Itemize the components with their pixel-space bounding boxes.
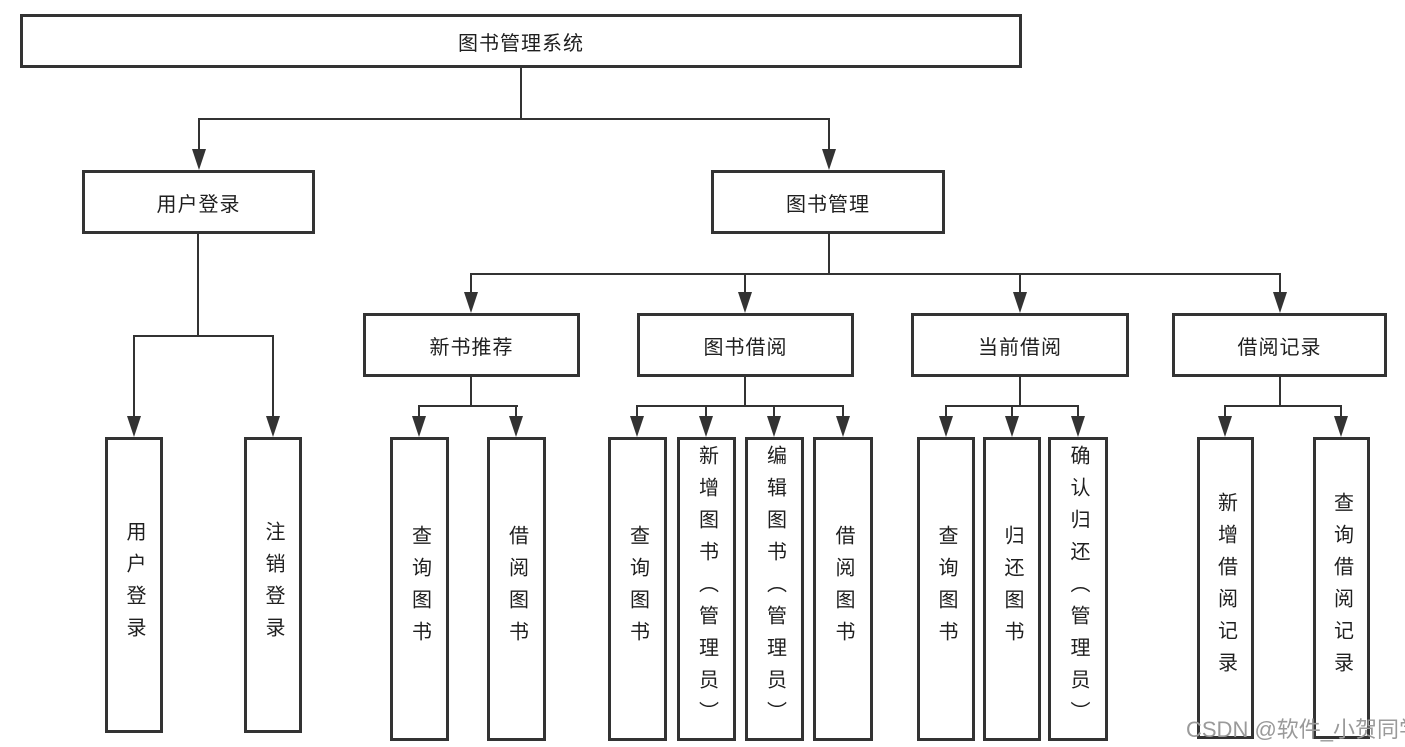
- node-new-book-recommend: 新书推荐: [363, 313, 580, 377]
- node-leaf-rec-query-books-label: 查询图书: [408, 525, 431, 653]
- connector-arrow: [939, 416, 953, 437]
- node-leaf-add-books-admin: 新增图书（管理员）: [677, 437, 736, 741]
- connector-line: [470, 375, 472, 405]
- node-leaf-add-borrow-record-label: 新增借阅记录: [1214, 492, 1237, 684]
- connector-arrow: [1013, 292, 1027, 313]
- connector-line: [515, 405, 517, 417]
- node-leaf-query-borrow-record: 查询借阅记录: [1313, 437, 1370, 739]
- connector-arrow: [412, 416, 426, 437]
- connector-arrow: [1005, 416, 1019, 437]
- node-leaf-logout-label: 注销登录: [262, 521, 284, 649]
- node-leaf-rec-borrow-books-label: 借阅图书: [505, 525, 528, 653]
- node-leaf-add-books-admin-label: 新增图书（管理员）: [695, 445, 718, 733]
- node-leaf-add-borrow-record: 新增借阅记录: [1197, 437, 1254, 739]
- connector-line: [198, 118, 200, 150]
- connector-line: [1340, 405, 1342, 417]
- node-leaf-borrow-query-books: 查询图书: [608, 437, 667, 741]
- node-leaf-rec-borrow-books: 借阅图书: [487, 437, 546, 741]
- connector-arrow: [266, 416, 280, 437]
- connector-line: [133, 335, 274, 337]
- connector-line: [636, 405, 844, 407]
- connector-arrow: [699, 416, 713, 437]
- connector-line: [1011, 405, 1013, 417]
- connector-line: [705, 405, 707, 417]
- node-book-borrowing: 图书借阅: [637, 313, 854, 377]
- node-current-borrowing: 当前借阅: [911, 313, 1129, 377]
- node-leaf-confirm-return-admin: 确认归还（管理员）: [1048, 437, 1108, 741]
- connector-line: [133, 335, 135, 417]
- connector-line: [1224, 405, 1342, 407]
- connector-arrow: [127, 416, 141, 437]
- connector-arrow: [836, 416, 850, 437]
- connector-line: [636, 405, 638, 417]
- connector-line: [945, 405, 947, 417]
- connector-line: [197, 232, 199, 335]
- connector-line: [828, 232, 830, 273]
- connector-arrow: [1334, 416, 1348, 437]
- node-leaf-edit-books-admin-label: 编辑图书（管理员）: [763, 445, 786, 733]
- node-leaf-return-books-label: 归还图书: [1001, 525, 1023, 653]
- node-leaf-borrow-borrow-books: 借阅图书: [813, 437, 873, 741]
- connector-line: [470, 273, 472, 293]
- node-book-management: 图书管理: [711, 170, 945, 234]
- node-leaf-confirm-return-admin-label: 确认归还（管理员）: [1067, 445, 1089, 733]
- node-leaf-current-query-books: 查询图书: [917, 437, 975, 741]
- connector-arrow: [1218, 416, 1232, 437]
- connector-line: [1224, 405, 1226, 417]
- connector-arrow: [1071, 416, 1085, 437]
- connector-line: [272, 335, 274, 417]
- node-leaf-logout: 注销登录: [244, 437, 302, 733]
- node-leaf-current-query-books-label: 查询图书: [935, 525, 957, 653]
- connector-line: [773, 405, 775, 417]
- connector-line: [1019, 375, 1021, 405]
- connector-line: [1279, 375, 1281, 405]
- node-leaf-user-login: 用户登录: [105, 437, 163, 733]
- node-borrowing-records: 借阅记录: [1172, 313, 1387, 377]
- connector-line: [418, 405, 518, 407]
- node-leaf-user-login-label: 用户登录: [123, 521, 145, 649]
- connector-arrow: [630, 416, 644, 437]
- connector-arrow: [822, 149, 836, 170]
- connector-line: [520, 68, 522, 118]
- connector-line: [470, 273, 1281, 275]
- connector-line: [744, 273, 746, 293]
- connector-line: [842, 405, 844, 417]
- node-library-management-system: 图书管理系统: [20, 14, 1022, 68]
- connector-arrow: [192, 149, 206, 170]
- connector-arrow: [767, 416, 781, 437]
- connector-arrow: [1273, 292, 1287, 313]
- node-leaf-rec-query-books: 查询图书: [390, 437, 449, 741]
- node-leaf-return-books: 归还图书: [983, 437, 1041, 741]
- connector-arrow: [738, 292, 752, 313]
- connector-arrow: [509, 416, 523, 437]
- connector-line: [1077, 405, 1079, 417]
- node-leaf-edit-books-admin: 编辑图书（管理员）: [745, 437, 804, 741]
- csdn-watermark: CSDN @软件_小贺同学: [1186, 717, 1405, 742]
- node-user-login: 用户登录: [82, 170, 315, 234]
- connector-line: [744, 375, 746, 405]
- connector-line: [418, 405, 420, 417]
- connector-line: [198, 118, 830, 120]
- node-leaf-borrow-query-books-label: 查询图书: [626, 525, 649, 653]
- connector-arrow: [464, 292, 478, 313]
- node-leaf-borrow-borrow-books-label: 借阅图书: [832, 525, 854, 653]
- connector-line: [828, 118, 830, 150]
- connector-line: [1279, 273, 1281, 293]
- node-leaf-query-borrow-record-label: 查询借阅记录: [1330, 492, 1353, 684]
- connector-line: [1019, 273, 1021, 293]
